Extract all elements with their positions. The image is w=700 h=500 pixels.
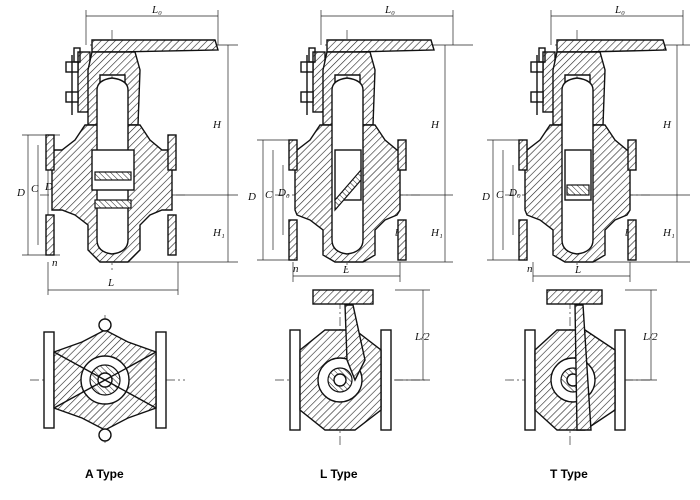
t-type-caption: T Type	[550, 467, 588, 481]
a-dim-c: C	[31, 183, 39, 195]
l-dim-d: D	[247, 191, 256, 203]
t-dim-half: L/2	[642, 331, 658, 343]
a-type-section-view: L₀ H H₁ D C D₀ Dz L n b	[16, 4, 238, 295]
a-dim-d: D	[16, 187, 25, 199]
l-dim-h: H	[430, 119, 440, 131]
a-dim-h: H	[212, 119, 222, 131]
l-dim-n: n	[293, 263, 299, 275]
t-dim-d: D	[481, 191, 490, 203]
a-type-caption: A Type	[85, 467, 124, 481]
a-dim-lo: L₀	[151, 4, 162, 16]
l-dim-c: C	[265, 189, 273, 201]
t-dim-c: C	[496, 189, 504, 201]
a-dim-l: L	[107, 277, 114, 289]
a-type-plan-view: A Type	[30, 315, 185, 481]
l-dim-half: L/2	[414, 331, 430, 343]
t-dim-d0: D₀	[508, 187, 521, 199]
l-dim-lo: L₀	[384, 4, 395, 16]
t-dim-h: H	[662, 119, 672, 131]
t-type-plan-view: L/2 T Type	[505, 289, 658, 481]
l-type-section-view: L₀ H H₁ D C D₀ Dz L n b	[247, 4, 473, 282]
a-dim-h1: H₁	[212, 227, 225, 239]
l-dim-h1: H₁	[430, 227, 443, 239]
t-dim-lo: L₀	[614, 4, 625, 16]
t-type-section-view: L₀ H H₁ D C D₀ Dz L n b	[481, 4, 690, 282]
l-dim-d0: D₀	[277, 187, 290, 199]
l-type-caption: L Type	[320, 467, 358, 481]
a-dim-n: n	[52, 257, 58, 269]
t-dim-n: n	[527, 263, 533, 275]
l-dim-l: L	[342, 264, 349, 276]
t-dim-l: L	[574, 264, 581, 276]
l-type-plan-view: L/2 L Type	[275, 289, 430, 481]
t-dim-h1: H₁	[662, 227, 675, 239]
